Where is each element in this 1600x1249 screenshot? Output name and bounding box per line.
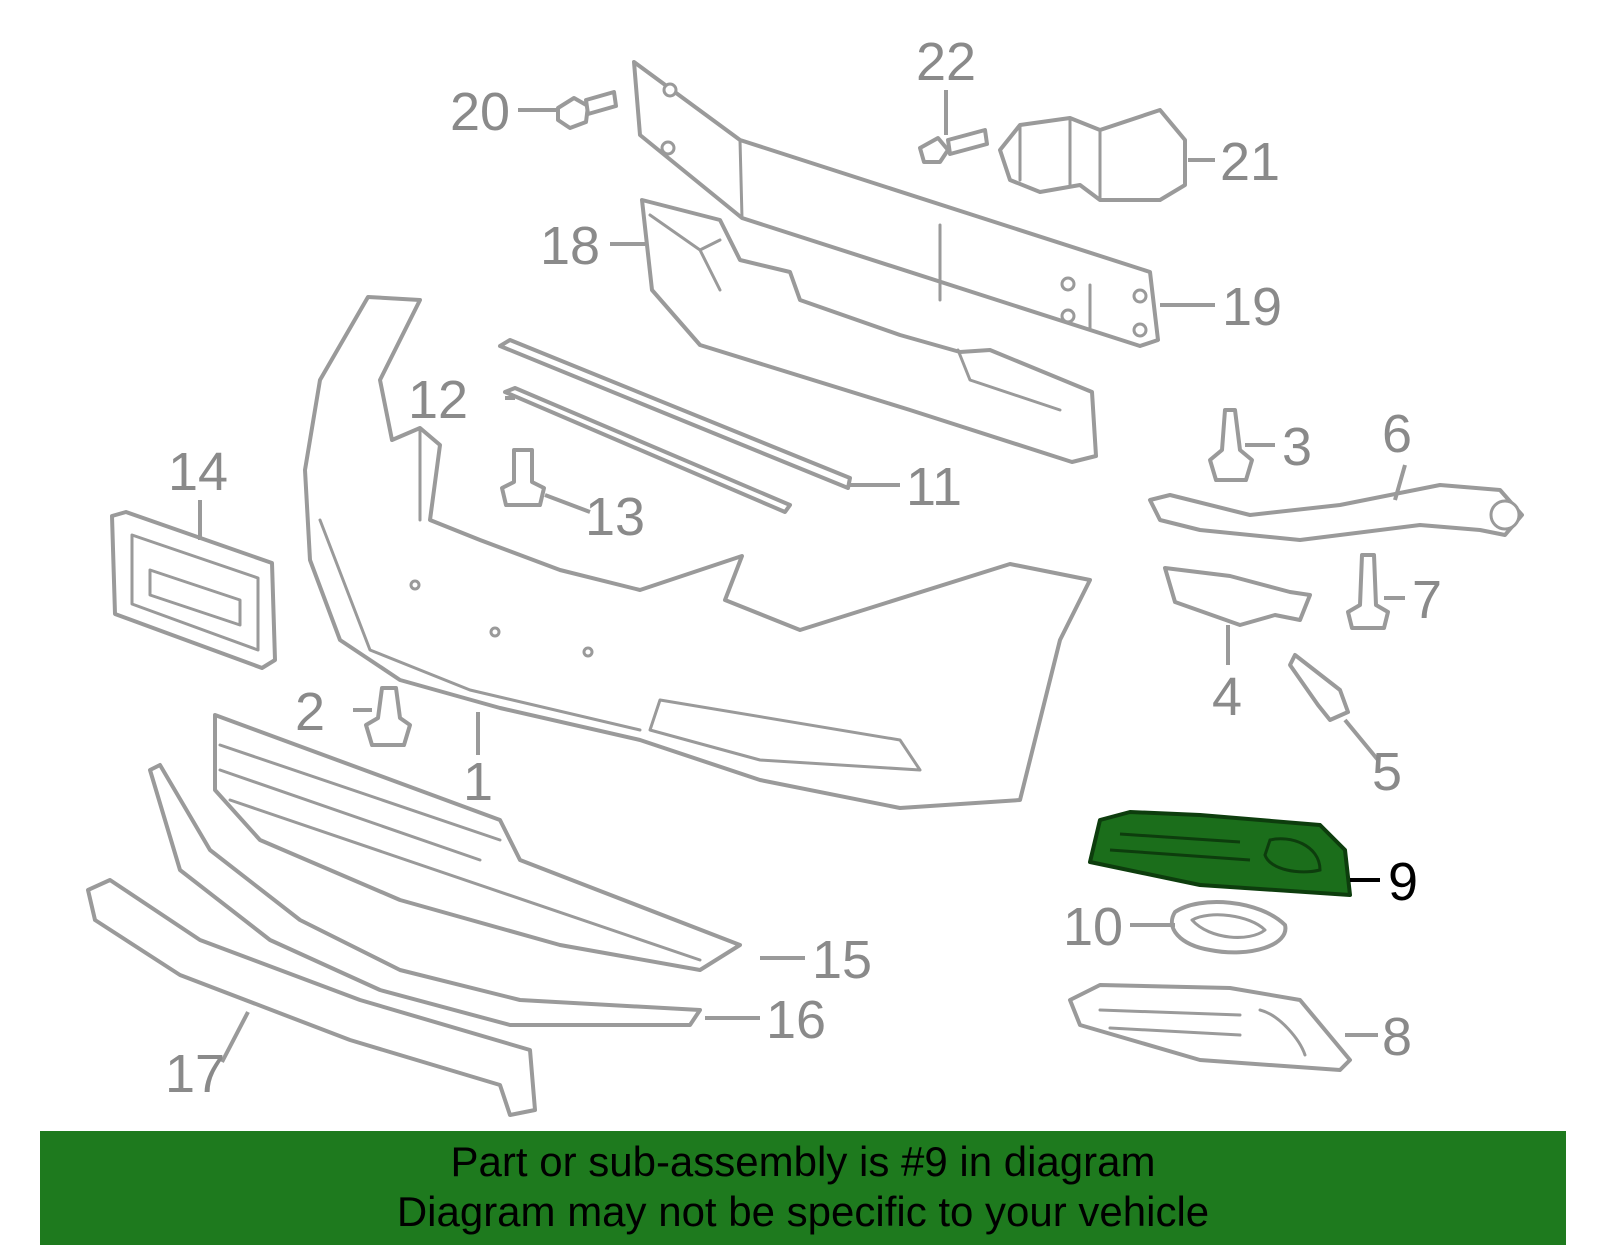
- part-2-clip: [364, 686, 412, 747]
- part-19-reinforcement-beam: [632, 60, 1160, 348]
- part-8-fog-cover: [1068, 983, 1352, 1072]
- callout-8: 8: [1382, 1007, 1412, 1067]
- callout-18: 18: [540, 216, 600, 276]
- part-18-absorber: [640, 198, 1098, 464]
- part-9-fog-garnish-highlighted: [1088, 810, 1352, 897]
- part-20-bolt: [556, 90, 618, 130]
- callout-2: 2: [295, 682, 325, 742]
- part-4-bracket: [1163, 566, 1312, 627]
- callout-14: 14: [168, 442, 228, 502]
- callout-22: 22: [916, 32, 976, 92]
- part-22-bolt: [918, 128, 989, 164]
- part-21-bracket: [998, 108, 1187, 202]
- callout-12: 12: [408, 370, 468, 430]
- callout-10: 10: [1063, 897, 1123, 957]
- info-banner: Part or sub-assembly is #9 in diagram Di…: [40, 1131, 1566, 1245]
- leader-lines: [198, 90, 1407, 1063]
- part-16-spoiler: [148, 763, 702, 1027]
- callout-1: 1: [463, 752, 493, 812]
- part-11-strip: [498, 338, 852, 514]
- banner-line-1: Part or sub-assembly is #9 in diagram: [450, 1138, 1156, 1185]
- part-14-license-bracket: [110, 510, 277, 670]
- callout-21: 21: [1220, 132, 1280, 192]
- part-5-screw: [1288, 653, 1350, 722]
- part-3-bolt: [1208, 408, 1254, 482]
- part-1-bumper-cover: [303, 295, 1092, 810]
- callout-19: 19: [1222, 277, 1282, 337]
- callout-7: 7: [1412, 570, 1442, 630]
- part-10-trim-ring: [1169, 900, 1288, 955]
- part-17-molding: [86, 878, 537, 1117]
- callout-5: 5: [1372, 742, 1402, 802]
- callout-6: 6: [1382, 404, 1412, 464]
- part-15-grille: [213, 713, 742, 972]
- callout-16: 16: [766, 990, 826, 1050]
- callout-9: 9: [1388, 852, 1418, 912]
- callout-11: 11: [906, 457, 962, 517]
- part-7-bolt: [1346, 553, 1390, 630]
- banner-line-2: Diagram may not be specific to your vehi…: [396, 1188, 1210, 1235]
- part-6-side-bracket: [1148, 483, 1524, 542]
- part-13-clip: [500, 448, 546, 507]
- callout-15: 15: [812, 930, 872, 990]
- callout-13: 13: [585, 487, 645, 547]
- callout-20: 20: [450, 82, 510, 142]
- callout-3: 3: [1282, 417, 1312, 477]
- callout-4: 4: [1212, 667, 1242, 727]
- callout-17: 17: [165, 1044, 225, 1104]
